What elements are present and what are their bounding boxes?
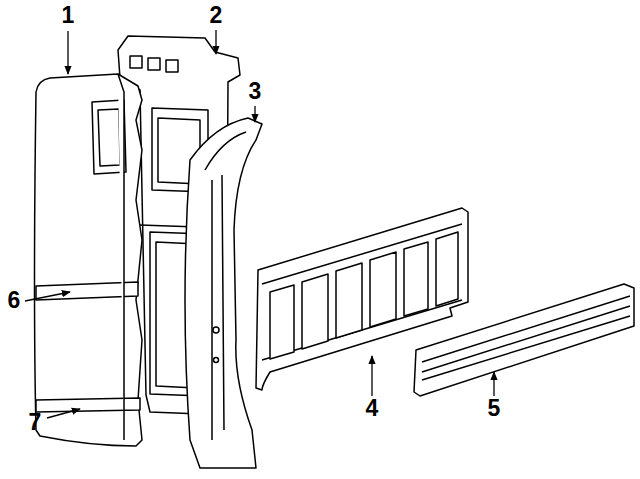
callout-wrap: 7 [29,411,42,434]
callout-wrap: 5 [488,397,501,420]
callout-number: 4 [366,395,379,421]
callout-wrap: 2 [210,4,223,27]
outer-panel [35,74,143,446]
callout-wrap: 6 [8,289,21,312]
callout-number: 6 [8,287,21,313]
pillar [185,118,262,468]
callout-wrap: 1 [62,4,75,27]
rocker-panel [414,284,634,396]
callout-wrap: 4 [366,397,379,420]
callout-number: 3 [249,78,262,104]
callout-number: 5 [488,395,501,421]
callout-number: 2 [210,2,223,28]
callout-number: 1 [62,2,75,28]
leader-lines [25,30,494,418]
callout-number: 7 [29,409,42,435]
callout-wrap: 3 [249,80,262,103]
